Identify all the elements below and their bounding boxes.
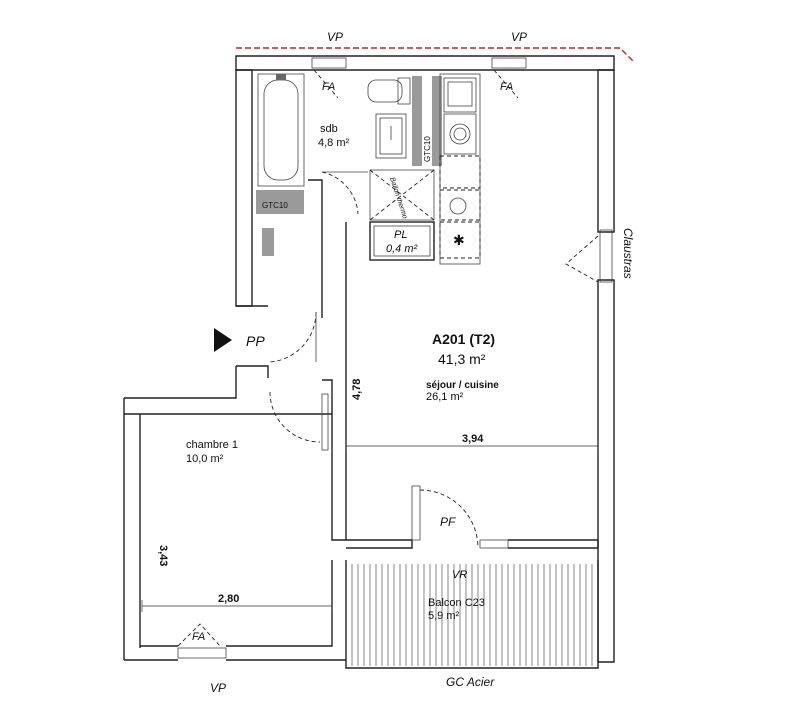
labels: VP VP VP FA FA FA sdb 4,8 m² GTC10 GTC10… [157, 30, 635, 695]
bathtub [257, 73, 305, 187]
placard-area: 0,4 m² [386, 243, 418, 255]
claustras-label: Claustras [621, 228, 635, 279]
fa-label-3: FA [192, 631, 205, 643]
dim-chambre-depth: 3,43 [157, 545, 169, 566]
ballon-label: Ballon thermo [388, 176, 408, 219]
facade-line [236, 47, 635, 63]
gtc-label-1: GTC10 [262, 201, 288, 210]
kitchen-counter: ✱ [439, 73, 481, 265]
gtc-label-2: GTC10 [423, 136, 432, 162]
vp-label-3: VP [210, 681, 226, 695]
balcon-label: Balcon C23 [428, 597, 485, 609]
entrance-arrow-icon [214, 328, 232, 352]
chambre-label: chambre 1 [186, 439, 238, 451]
snowflake-icon: ✱ [453, 232, 465, 248]
pf-label: PF [440, 515, 456, 529]
sejour-area: 26,1 m² [426, 391, 464, 403]
balcony-slats [351, 564, 593, 666]
chambre-area: 10,0 m² [186, 453, 224, 465]
toilet [367, 77, 411, 105]
vp-label-2: VP [511, 30, 527, 44]
placard-label: PL [394, 229, 407, 241]
kitchen-hob [443, 113, 477, 155]
dimension-lines [141, 440, 599, 612]
apartment-name: A201 (T2) [432, 331, 495, 347]
doors [177, 57, 613, 659]
gc-acier-label: GC Acier [446, 675, 495, 689]
shower-tray [256, 190, 304, 214]
washbasin [375, 113, 407, 159]
sdb-area: 4,8 m² [318, 137, 350, 149]
ballon-cupboard [369, 169, 435, 261]
shelf-grey [412, 76, 442, 166]
balcon-area: 5,9 m² [428, 610, 460, 622]
fa-label-2: FA [500, 81, 513, 93]
dim-sejour-width: 3,94 [462, 433, 484, 445]
sdb-label: sdb [320, 123, 338, 135]
kitchen-sink [443, 77, 477, 113]
dim-chambre-width: 2,80 [218, 593, 239, 605]
radiator-marks [262, 228, 274, 256]
dim-sejour-depth: 4,78 [351, 379, 363, 400]
vr-label: VR [452, 569, 467, 581]
apartment-area: 41,3 m² [438, 351, 486, 367]
pp-label: PP [246, 333, 265, 349]
vp-label-1: VP [327, 30, 343, 44]
walls [123, 55, 615, 669]
sejour-label: séjour / cuisine [426, 380, 499, 391]
fa-label-1: FA [322, 81, 335, 93]
